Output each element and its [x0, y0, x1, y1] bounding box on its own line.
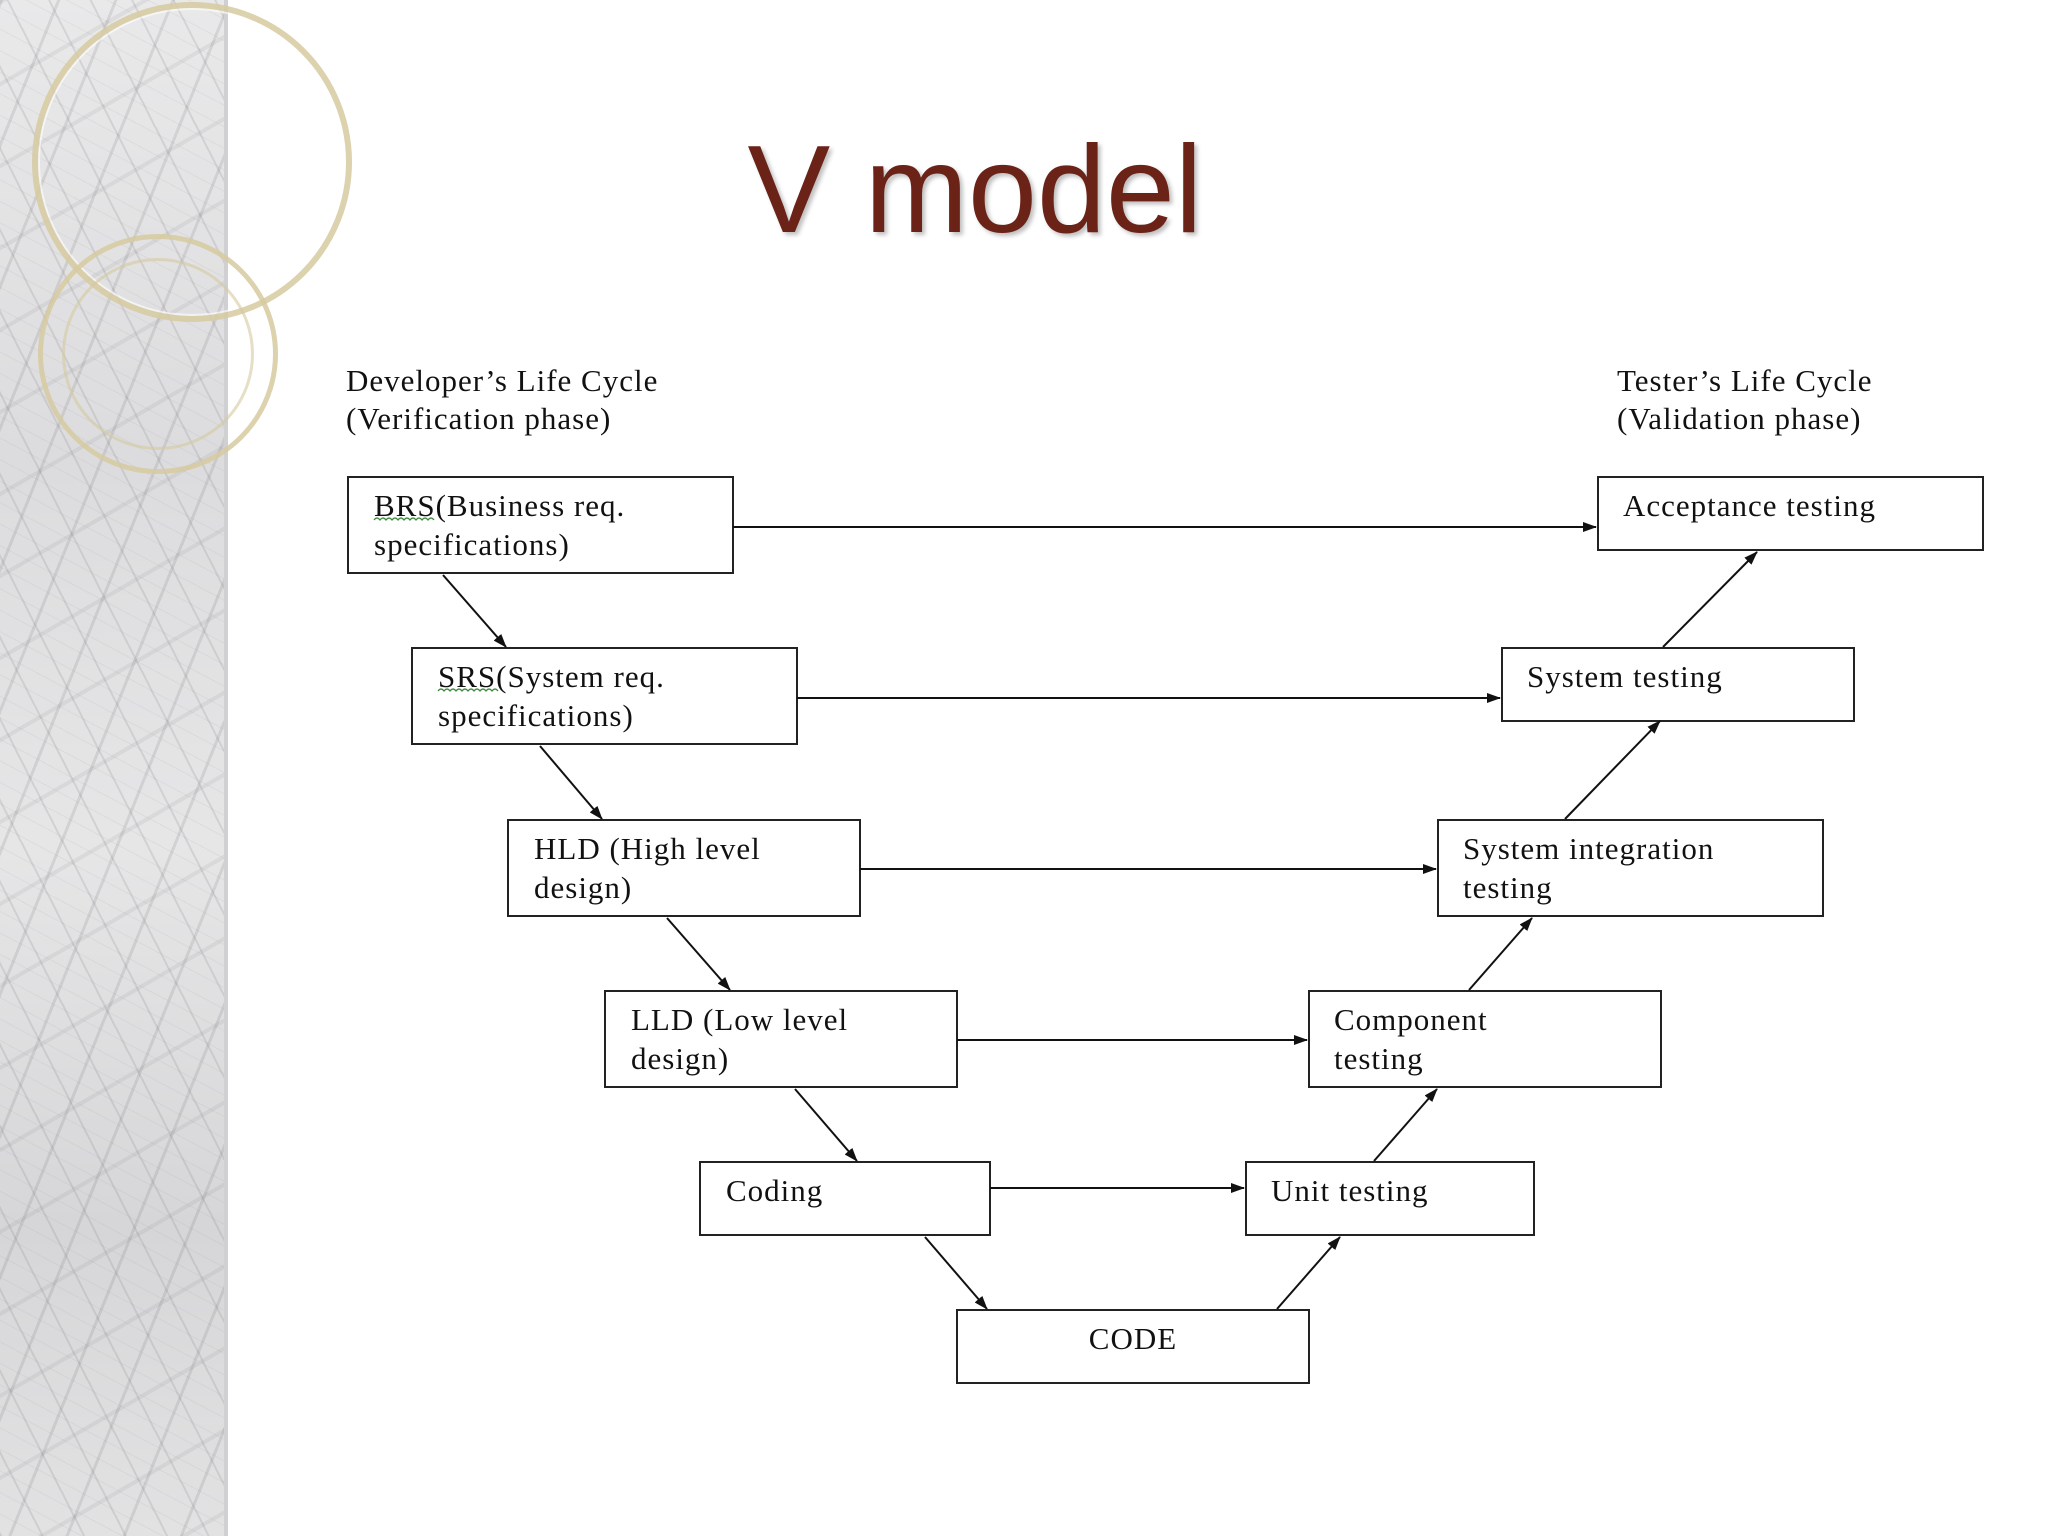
phase-srs-box [411, 647, 798, 745]
phase-code-box [956, 1309, 1310, 1384]
phase-unit-testing: Unit testing [1245, 1161, 1535, 1236]
tester-lifecycle-heading-line-1: Tester’s Life Cycle [1617, 363, 1873, 398]
descend-arrow-3 [666, 917, 731, 991]
phase-lld-box [604, 990, 958, 1088]
phase-component-testing-label-line-1: Component [1334, 1002, 1488, 1037]
phase-system-integration-testing: System integration testing [1437, 819, 1824, 917]
phase-brs-label-line-2: specifications) [374, 527, 570, 562]
developer-lifecycle-heading-line-2: (Verification phase) [346, 401, 611, 436]
phase-coding: Coding [699, 1161, 991, 1236]
phase-srs-label-line-2: specifications) [438, 698, 634, 733]
phase-acceptance-testing: Acceptance testing [1597, 476, 1984, 551]
ascend-arrow-3 [1468, 917, 1533, 991]
phase-component-testing-box [1308, 990, 1662, 1088]
phase-system-integration-testing-box [1437, 819, 1824, 917]
phase-hld-label-line-1: HLD (High level [534, 831, 761, 866]
phase-system-integration-testing-label-line-1: System integration [1463, 831, 1714, 866]
phase-coding-box [699, 1161, 991, 1236]
phase-acceptance-testing-box [1597, 476, 1984, 551]
tester-lifecycle-heading-line-2: (Validation phase) [1617, 401, 1861, 436]
decorative-ring-medium [38, 234, 278, 474]
phase-coding-label-line-1: Coding [726, 1173, 823, 1208]
descend-arrow-1 [442, 574, 507, 648]
phase-component-testing-label-line-2: testing [1334, 1041, 1424, 1076]
ascend-arrow-5 [1662, 551, 1758, 648]
ascend-arrow-4 [1564, 720, 1661, 820]
descend-arrow-2 [539, 745, 603, 820]
brs-spellcheck-underline [373, 517, 435, 521]
phase-code: CODE [956, 1309, 1310, 1384]
phase-brs-label-line-1: BRS(Business req. [374, 488, 625, 523]
phase-brs-box [347, 476, 734, 574]
ascend-arrow-1 [1276, 1236, 1341, 1310]
phase-srs: SRS(System req. specifications) [411, 647, 798, 745]
decorative-ring-inner [62, 258, 254, 450]
sidebar-edge [224, 0, 228, 1536]
developer-lifecycle-heading-line-1: Developer’s Life Cycle [346, 363, 658, 398]
phase-lld-label-line-1: LLD (Low level [631, 1002, 848, 1037]
descend-arrow-5 [924, 1236, 988, 1310]
phase-code-label-line-1: CODE [1089, 1321, 1177, 1356]
phase-component-testing: Component testing [1308, 990, 1662, 1088]
slide-title: V model [747, 121, 1203, 259]
phase-brs: BRS(Business req. specifications) [347, 476, 734, 574]
descend-arrow-4 [794, 1088, 858, 1162]
phase-acceptance-testing-label-line-1: Acceptance testing [1623, 488, 1876, 523]
phase-system-testing-label-line-1: System testing [1527, 659, 1723, 694]
phase-hld: HLD (High level design) [507, 819, 861, 917]
phase-unit-testing-box [1245, 1161, 1535, 1236]
phase-hld-label-line-2: design) [534, 870, 632, 905]
srs-spellcheck-underline [437, 688, 499, 692]
phase-lld-label-line-2: design) [631, 1041, 729, 1076]
phase-system-integration-testing-label-line-2: testing [1463, 870, 1553, 905]
phase-hld-box [507, 819, 861, 917]
phase-lld: LLD (Low level design) [604, 990, 958, 1088]
ascend-arrow-2 [1373, 1088, 1438, 1162]
phase-srs-label-line-1: SRS(System req. [438, 659, 665, 694]
phase-system-testing: System testing [1501, 647, 1855, 722]
phase-unit-testing-label-line-1: Unit testing [1271, 1173, 1429, 1208]
phase-system-testing-box [1501, 647, 1855, 722]
